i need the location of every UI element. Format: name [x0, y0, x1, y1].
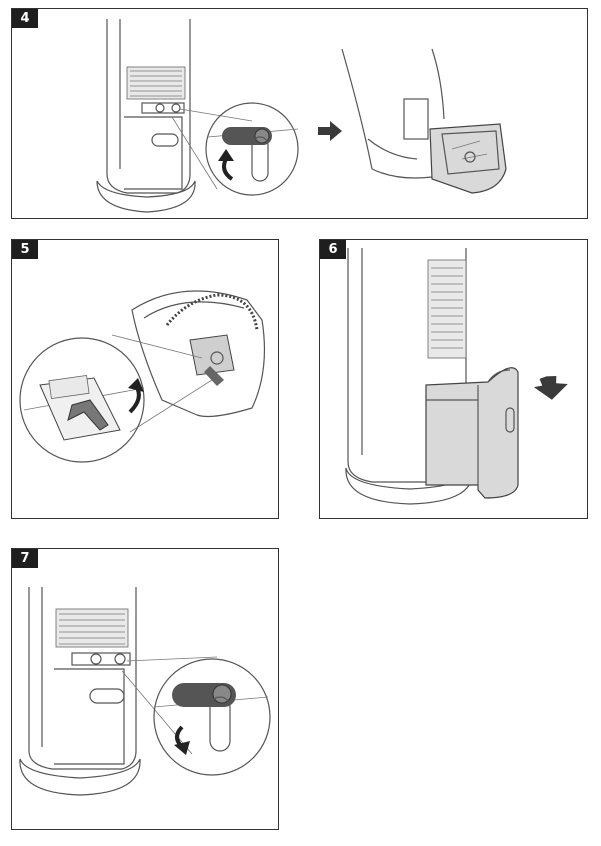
- step-4-panel: 4: [11, 8, 588, 219]
- step-number-badge: 6: [320, 240, 346, 259]
- control-strip: [71, 652, 131, 666]
- float-grille: [48, 374, 90, 400]
- air-grille: [55, 608, 129, 648]
- float-detail: [19, 337, 145, 463]
- air-grille: [126, 66, 186, 100]
- tower-unit: [96, 19, 253, 213]
- step-number-badge: 4: [12, 9, 38, 28]
- water-tank: [429, 123, 507, 194]
- arrow-right-icon: [318, 121, 342, 141]
- step-7-panel: 7: [11, 548, 279, 830]
- step-6-panel: 6: [319, 239, 588, 519]
- water-tank: [425, 367, 519, 499]
- step-7-illustration: [19, 587, 271, 796]
- rotate-up-arrow-icon: [218, 149, 234, 181]
- tower-with-tank-open: [341, 48, 507, 194]
- tower-unit: [19, 587, 218, 796]
- rotate-clockwise-arrow-icon: [128, 378, 144, 414]
- step-5-panel: 5: [11, 239, 279, 519]
- step-6-illustration: [345, 248, 568, 505]
- tank-top-view: [131, 290, 266, 418]
- control-strip: [141, 102, 185, 114]
- step-number-badge: 7: [12, 549, 38, 568]
- step-5-illustration: [19, 290, 266, 463]
- handle-slot: [151, 133, 179, 147]
- handle-slot: [89, 688, 125, 704]
- tower-unit: [345, 248, 473, 505]
- step-4-illustration: [96, 19, 507, 213]
- release-slot: [209, 696, 231, 752]
- step-number-badge: 5: [12, 240, 38, 259]
- air-grille: [427, 259, 467, 359]
- rotate-down-arrow-icon: [174, 725, 190, 755]
- zoom-detail: [205, 102, 299, 196]
- release-slot: [251, 136, 269, 182]
- arrow-right-icon: [533, 375, 568, 400]
- zoom-detail: [153, 658, 271, 776]
